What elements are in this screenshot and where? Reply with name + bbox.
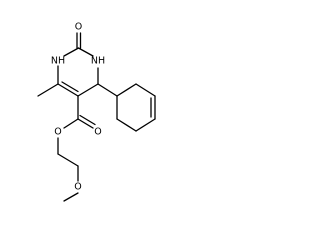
bond-n1-c2 [77, 47, 94, 57]
bond-c5-c6 [77, 83, 99, 97]
atom-nh-right: NH [91, 56, 105, 67]
atom-labels: O NH NH O O O [51, 22, 105, 193]
atom-ester-oxygen-double: O [94, 127, 101, 138]
bond-ring-4-5 [135, 118, 156, 132]
bond-c4-methyl [37, 83, 59, 97]
bond-ester-co-b [79, 114, 96, 126]
bond-ring-5-6 [116, 118, 137, 132]
pyrimidinone-ring [57, 32, 99, 97]
bond-c6-ring [97, 83, 118, 97]
bond-ester-c-o [63, 118, 79, 129]
atom-nh-left: NH [51, 56, 65, 67]
ester-group [57, 95, 96, 202]
chemical-structure: O NH NH O O O [37, 22, 156, 202]
atom-ester-oxygen-single: O [54, 127, 61, 138]
cyclohexenyl-ring [97, 83, 156, 132]
bond-ch2-ch2 [57, 153, 79, 167]
atom-ether-oxygen: O [74, 182, 81, 193]
bond-ester-co-a [77, 118, 94, 129]
bond-o-ch3 [63, 192, 79, 202]
atom-carbonyl-oxygen: O [75, 22, 82, 33]
bond-ring-1-2 [116, 83, 137, 97]
bond-c4-c5-b [61, 81, 79, 93]
bond-ring-2-3 [135, 83, 156, 97]
bond-c2-n3 [63, 47, 80, 57]
bond-c4-c5-a [57, 83, 79, 97]
